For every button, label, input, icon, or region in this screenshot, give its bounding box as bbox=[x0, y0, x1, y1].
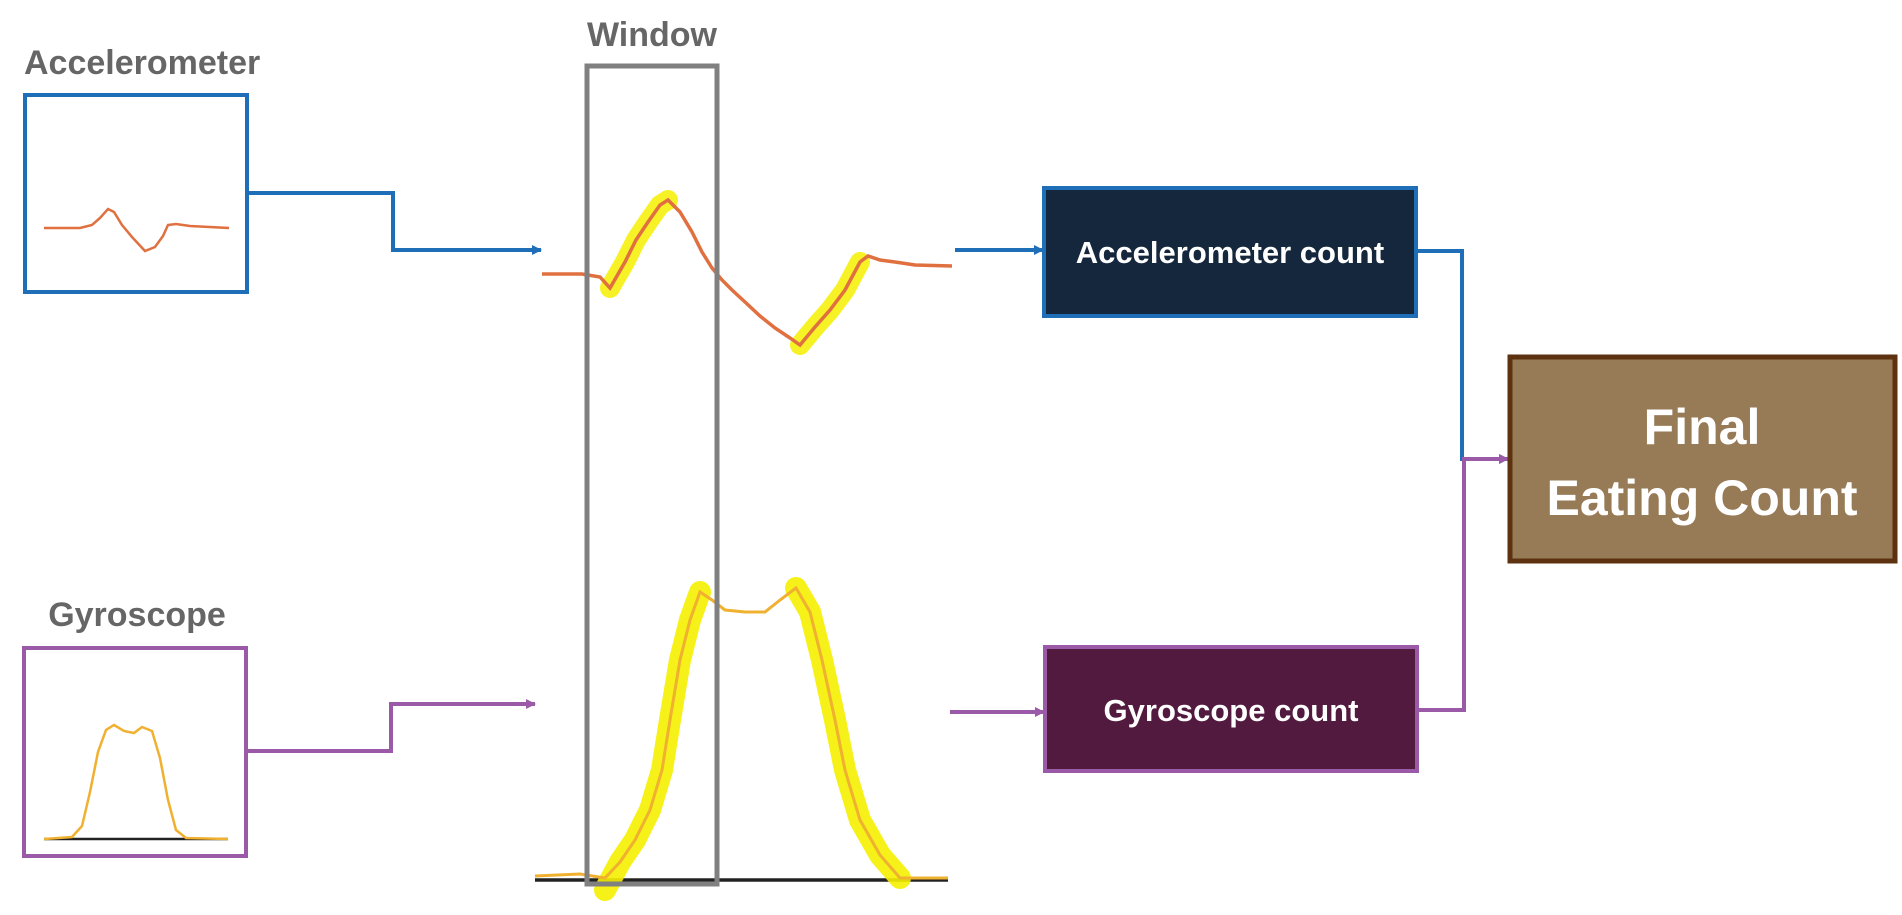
gyroscope-signal bbox=[534, 585, 948, 880]
accelerometer-count-box: Accelerometer count bbox=[1042, 186, 1418, 318]
final-eating-count-line1: Final bbox=[1644, 399, 1761, 455]
gyroscope-mini-signal bbox=[43, 723, 229, 841]
gyroscope-count-to-final-arrow bbox=[1417, 454, 1509, 712]
accelerometer-count-label: Accelerometer count bbox=[1076, 235, 1384, 270]
accelerometer-label: Accelerometer bbox=[24, 44, 260, 82]
gyroscope-to-signal-arrow bbox=[246, 699, 536, 753]
accelerometer-thumbnail bbox=[23, 93, 249, 294]
window-label: Window bbox=[587, 16, 718, 54]
window-frame bbox=[584, 63, 720, 887]
accelerometer-signal-plot bbox=[542, 190, 953, 355]
gyroscope-label: Gyroscope bbox=[48, 596, 226, 634]
accelerometer-to-signal-arrow bbox=[247, 191, 542, 255]
accelerometer-count-to-final-arrow bbox=[1416, 249, 1509, 464]
gyroscope-signal-plot bbox=[534, 577, 948, 901]
final-eating-count-box: Final Eating Count bbox=[1507, 354, 1898, 564]
gyroscope-signal-highlight bbox=[785, 577, 911, 889]
gyroscope-count-label: Gyroscope count bbox=[1104, 693, 1359, 728]
gyroscope-thumbnail bbox=[22, 646, 248, 858]
accelerometer-signal bbox=[542, 197, 953, 348]
accelerometer-mini-signal bbox=[44, 207, 230, 253]
final-eating-count-line2: Eating Count bbox=[1546, 470, 1857, 526]
gyroscope-count-box: Gyroscope count bbox=[1043, 645, 1419, 773]
